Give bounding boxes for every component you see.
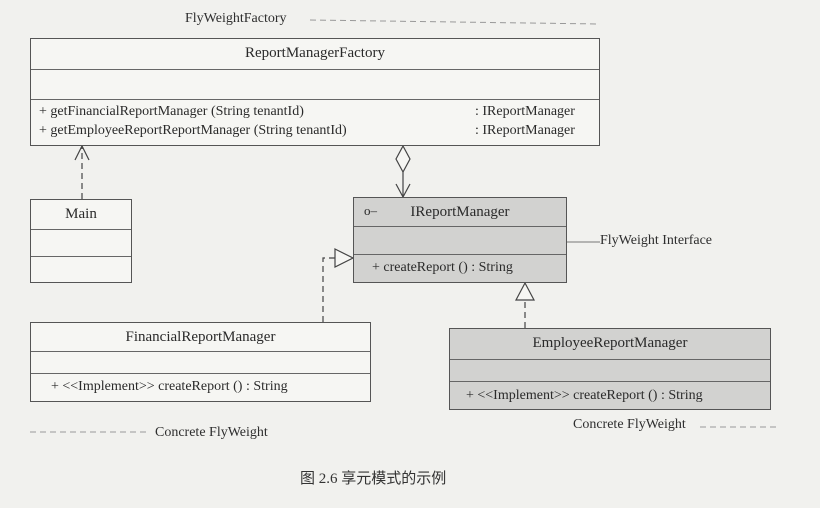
financial-realization-triangle [334,248,355,268]
class-name: FinancialReportManager [125,329,276,345]
class-methods: + <<Implement>> createReport () : String [31,373,370,403]
flyweight-factory-label: FlyWeightFactory [185,11,287,26]
class-financial-report-manager: FinancialReportManager + <<Implement>> c… [30,322,371,402]
factory-label-leader [309,19,601,25]
financial-realization [322,257,350,322]
class-attributes [31,69,599,129]
class-attributes [31,351,370,373]
class-main: Main [30,199,132,283]
class-attributes [31,229,131,256]
method-signature: + <<Implement>> createReport () : String [51,379,288,394]
concrete-flyweight-right-label: Concrete FlyWeight [573,417,686,432]
interface-lollipop-icon: o– [364,203,377,218]
dependency-arrowhead [74,144,90,161]
class-methods [31,256,131,284]
class-name: EmployeeReportManager [532,335,688,351]
class-methods: + createReport () : String [354,254,566,284]
figure-caption: 图 2.6 享元模式的示例 [300,471,447,487]
class-name: Main [65,206,97,222]
method-signature: + createReport () : String [372,260,513,275]
interface-ireport-manager: o– IReportManager + createReport () : St… [353,197,567,283]
class-methods: + <<Implement>> createReport () : String [450,381,770,411]
concrete-flyweight-left-label: Concrete FlyWeight [155,425,268,440]
aggregation-diamond [395,144,411,174]
class-methods: + getFinancialReportManager (String tena… [31,99,599,147]
class-employee-report-manager: EmployeeReportManager + <<Implement>> cr… [449,328,771,410]
class-name: ReportManagerFactory [245,45,385,61]
employee-realization-triangle [515,281,535,301]
class-report-manager-factory: ReportManagerFactory + getFinancialRepor… [30,38,600,146]
flyweight-interface-label: FlyWeight Interface [600,233,712,248]
interface-header: o– IReportManager [354,198,566,226]
method-signature: + getEmployeeReportReportManager (String… [39,123,347,138]
method-signature: + <<Implement>> createReport () : String [466,388,703,403]
class-attributes [450,359,770,381]
method-return-type: : IReportManager [475,104,575,119]
method-signature: + getFinancialReportManager (String tena… [39,104,304,119]
class-name: IReportManager [410,204,510,220]
class-attributes [354,226,566,254]
method-return-type: : IReportManager [475,123,575,138]
